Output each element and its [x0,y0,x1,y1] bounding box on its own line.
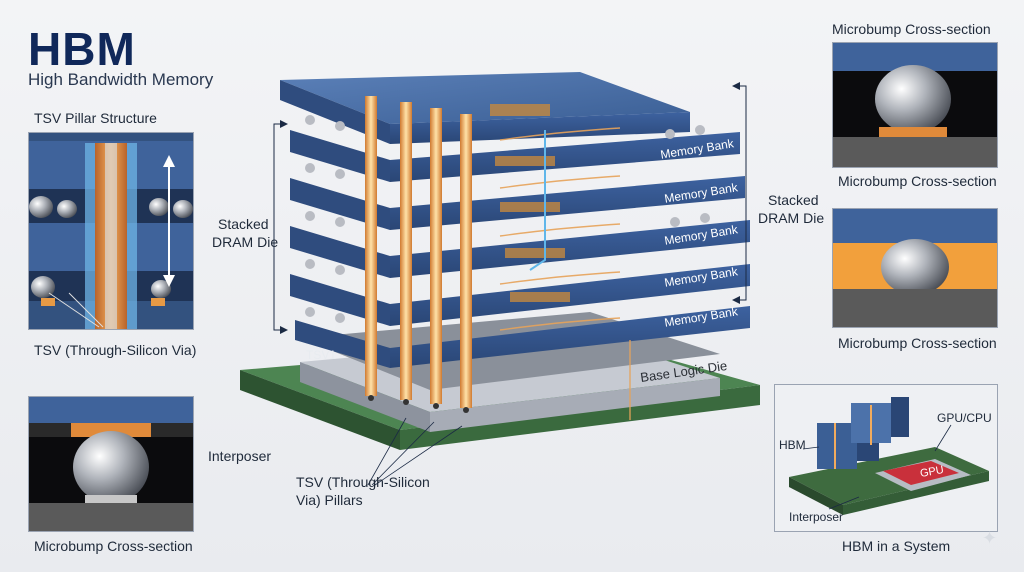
tsv-pillar-panel [28,132,194,330]
microbump-title-right-top: Microbump Cross-section [832,21,991,37]
stacked-dram-right-2: DRAM Die [758,210,825,226]
hbm-stack-illustration [240,72,760,486]
microbump-illustration-right-mid [833,209,997,327]
hbm-system-panel [774,384,998,532]
interposer-label: Interposer [208,448,272,464]
microbump-panel-right-mid [832,208,998,328]
dram-die-stack [280,72,750,420]
tsv-pillars-label-2: Via) Pillars [296,492,363,508]
system-hbm-label: HBM [779,438,806,452]
microbump-caption-right-top: Microbump Cross-section [838,173,997,189]
tsv-pillars-label-1: TSV (Through-Silicon [296,474,430,490]
microbump-illustration-right-top [833,43,997,167]
tsv-block-label: TSV1 [306,348,337,362]
stacked-dram-right-1: Stacked [768,192,819,208]
tsv-pillar-illustration [29,133,193,329]
microbump-panel-right-top [832,42,998,168]
microbump-caption-right-mid: Microbump Cross-section [838,335,997,351]
page-subtitle: High Bandwidth Memory [28,70,214,89]
microbump-panel-left [28,396,194,532]
microbump-caption-left: Microbump Cross-section [34,538,193,554]
tsv-pillars [365,96,472,413]
page-title: HBM [28,23,136,75]
system-gpucpu-label: GPU/CPU [937,411,992,425]
sparkle-icon: ✦ [982,528,998,548]
hbm-system-illustration [789,397,989,515]
stacked-dram-left-2: DRAM Die [212,234,279,250]
tsv-label: TSV (Through-Silicon Via) [34,342,197,358]
stacked-dram-left-1: Stacked [218,216,269,232]
microbump-illustration-left [29,397,193,531]
hbm-system-caption: HBM in a System [842,538,951,554]
system-interposer-label: Interposer [789,510,844,524]
tsv-pillar-title: TSV Pillar Structure [34,110,157,126]
